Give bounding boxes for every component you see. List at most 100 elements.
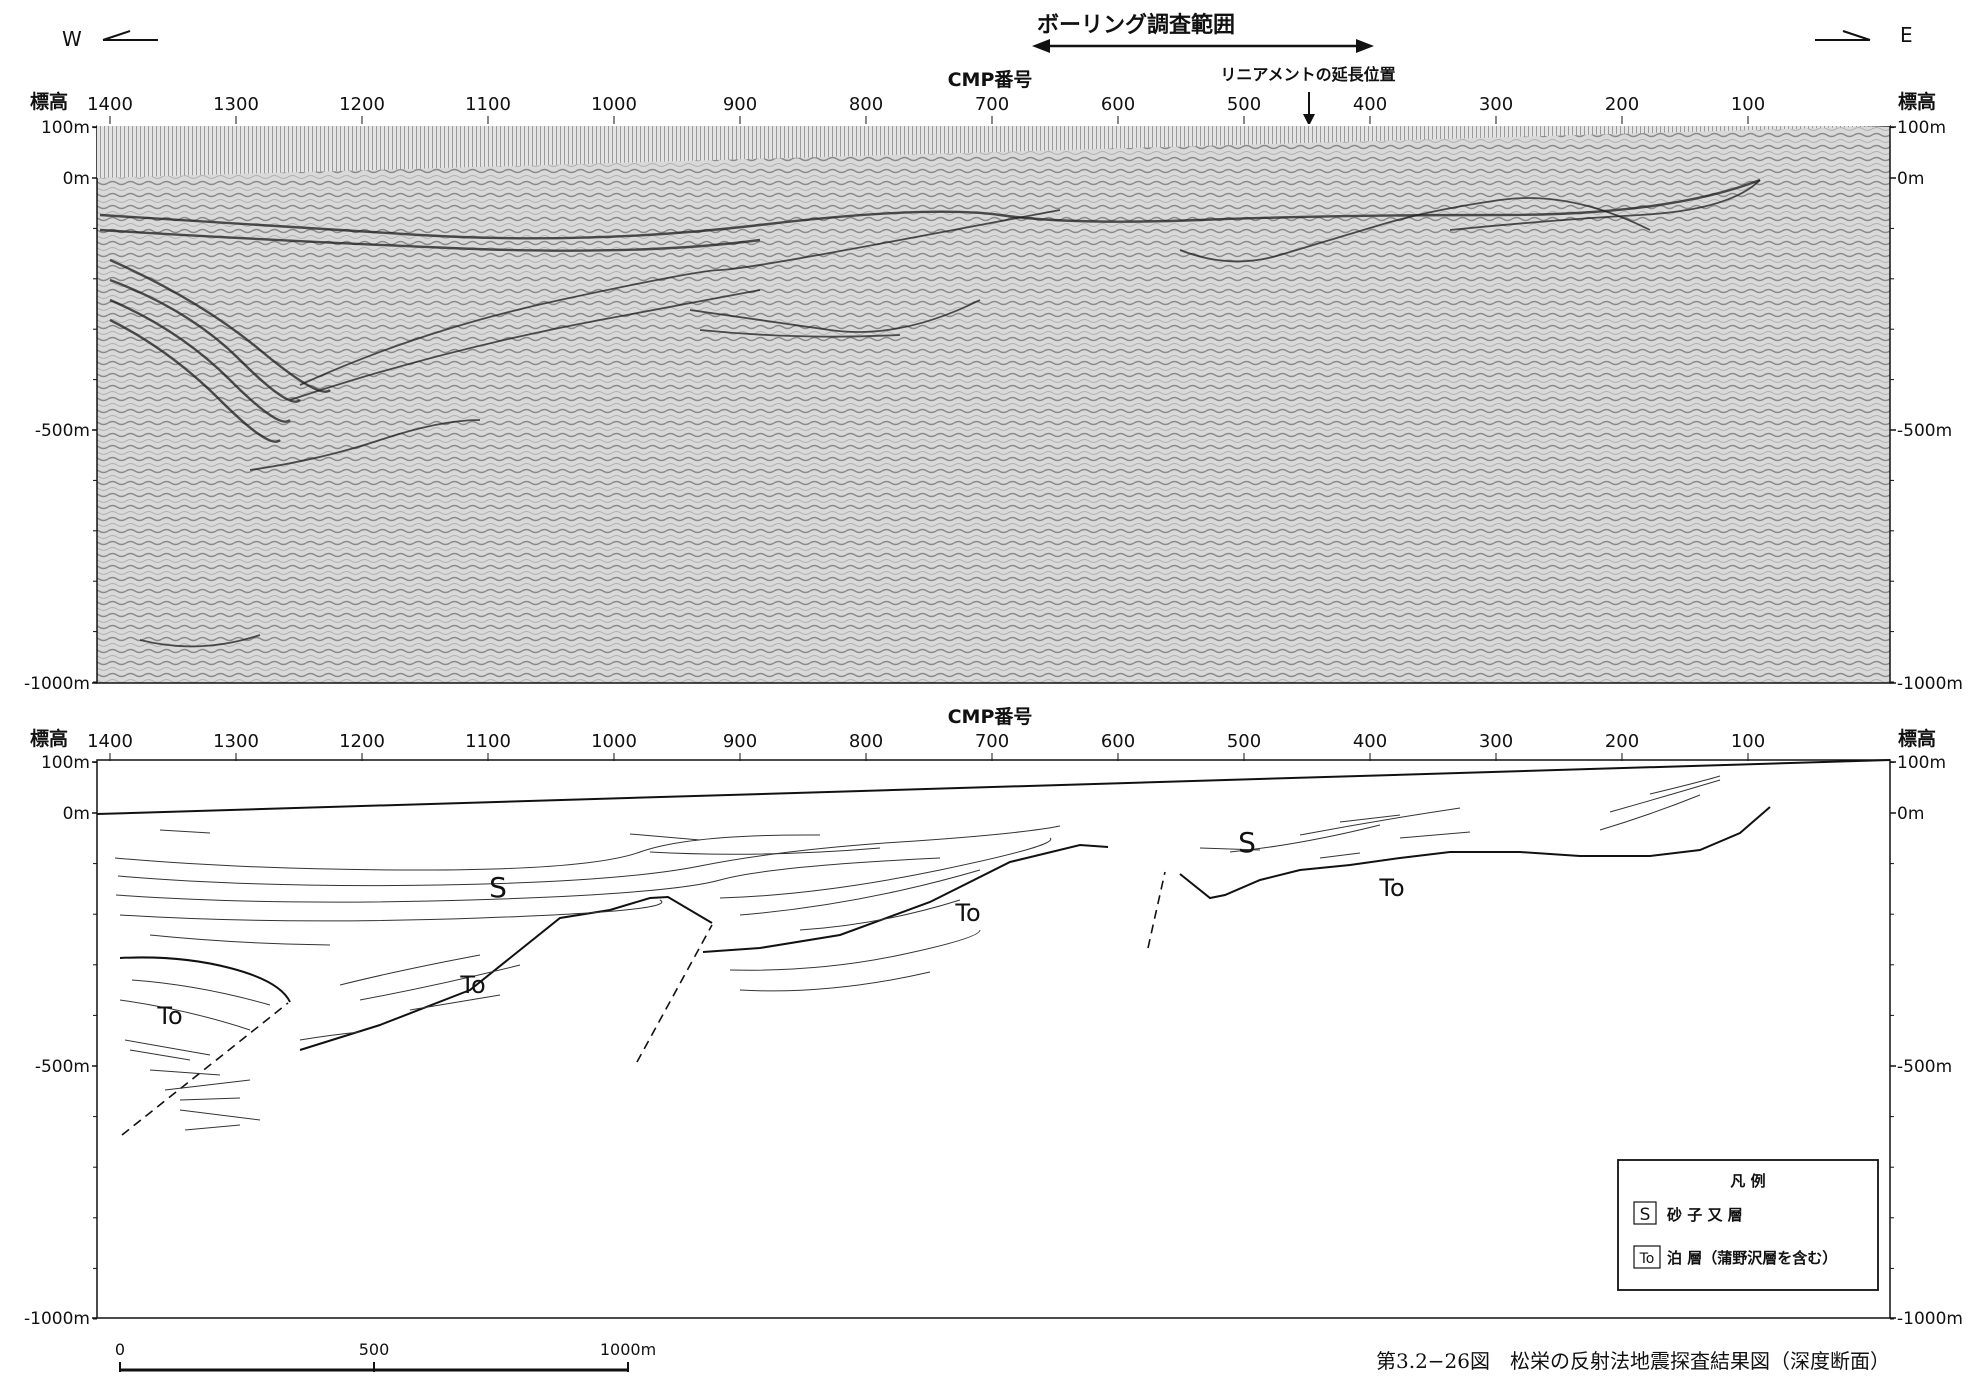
reflector-band — [289, 289, 761, 401]
fault-central — [636, 924, 713, 1063]
figure-caption: 第3.2−26図 松栄の反射法地震探査結果図（深度断面） — [1376, 1349, 1890, 1373]
to-boundary-main — [299, 895, 713, 1051]
cmp-tick-label: 700 — [975, 731, 1009, 752]
depth-tick-label-left: 0m — [63, 804, 90, 824]
unit-label: To — [156, 1002, 182, 1030]
reflector-band — [109, 258, 331, 393]
cmp-tick-label: 1100 — [465, 731, 511, 752]
ground-surface-line — [96, 759, 1891, 815]
cmp-tick-label: 900 — [723, 94, 757, 115]
depth-tick-label-left: 100m — [41, 753, 90, 773]
elevation-title-top-right: 標高 — [1898, 90, 1936, 113]
thin-reflectors — [114, 775, 1721, 1131]
cmp-tick-label: 1000 — [591, 94, 637, 115]
boring-range-label: ボーリング調査範囲 — [1037, 12, 1235, 38]
cmp-tick-label: 1300 — [213, 731, 259, 752]
legend-label-to: 泊 層（蒲野沢層を含む） — [1667, 1249, 1837, 1267]
unit-label: To — [954, 899, 980, 927]
cmp-tick-label: 400 — [1353, 731, 1387, 752]
cmp-tick-label: 200 — [1605, 94, 1639, 115]
reflector-band — [139, 634, 261, 648]
reflector-band — [699, 329, 901, 338]
cmp-tick-label: 800 — [849, 731, 883, 752]
cmp-tick-label: 800 — [849, 94, 883, 115]
boring-range-arrow-left-head — [1032, 39, 1050, 53]
reflector-band — [1449, 179, 1761, 231]
cmp-tick-label: 200 — [1605, 731, 1639, 752]
depth-tick-label-right: -500m — [1897, 421, 1952, 441]
depth-tick-label-left: 100m — [41, 118, 90, 138]
scale-label-500: 500 — [359, 1340, 390, 1359]
cmp-tick-label: 700 — [975, 94, 1009, 115]
scale-label-1000: 1000m — [600, 1340, 656, 1359]
vertical-trace-band — [97, 126, 1890, 178]
depth-tick-label-right: 100m — [1897, 753, 1946, 773]
cmp-tick-label: 300 — [1479, 94, 1513, 115]
legend-title: 凡 例 — [1730, 1172, 1765, 1190]
cmp-tick-label: 1400 — [87, 94, 133, 115]
cmp-tick-label: 300 — [1479, 731, 1513, 752]
cmp-tick-label: 400 — [1353, 94, 1387, 115]
depth-tick-label-right: 100m — [1897, 118, 1946, 138]
fault-west — [121, 1002, 289, 1136]
reflector-band — [299, 209, 1061, 386]
depth-tick-label-right: -1000m — [1897, 674, 1963, 694]
legend-symbol-box-s — [1633, 1201, 1657, 1225]
seismic-image-panel — [96, 124, 1891, 684]
west-arrow-head — [102, 30, 131, 41]
cmp-title-bottom: CMP番号 — [948, 706, 1033, 728]
legend-symbol-s: S — [1640, 1205, 1651, 1225]
elevation-title-bottom-left: 標高 — [30, 727, 68, 750]
legend-symbol-to: To — [1639, 1251, 1655, 1267]
cmp-tick-label: 1000 — [591, 731, 637, 752]
lineament-label: リニアメントの延長位置 — [1220, 65, 1395, 84]
depth-tick-label-left: -500m — [35, 1057, 90, 1077]
reflector-band — [99, 228, 761, 252]
depth-tick-label-left: 0m — [63, 169, 90, 189]
scale-bar: 0 500 1000m — [115, 1340, 656, 1372]
elevation-title-bottom-right: 標高 — [1898, 727, 1936, 750]
to-boundary-central — [702, 843, 1109, 953]
cmp-tick-label: 600 — [1101, 731, 1135, 752]
unit-label: To — [459, 971, 485, 999]
depth-tick-label-left: -1000m — [24, 1309, 90, 1329]
cmp-tick-label: 100 — [1731, 94, 1765, 115]
unit-label: To — [1378, 874, 1404, 902]
cmp-tick-label: 600 — [1101, 94, 1135, 115]
depth-tick-label-right: -500m — [1897, 1057, 1952, 1077]
reflector-band — [689, 299, 981, 333]
cmp-tick-label: 100 — [1731, 731, 1765, 752]
fault-east — [1147, 871, 1166, 949]
unit-label: S — [489, 871, 507, 904]
scale-label-0: 0 — [115, 1340, 125, 1359]
seismic-surface-blank — [97, 124, 1890, 126]
cmp-title-top: CMP番号 — [948, 69, 1033, 91]
west-label: W — [62, 27, 82, 51]
cmp-tick-label: 1200 — [339, 731, 385, 752]
boring-range-arrow-right-head — [1356, 39, 1374, 53]
reflector-band — [1179, 197, 1651, 263]
reflector-band — [249, 419, 481, 471]
legend-frame — [1617, 1159, 1879, 1291]
elevation-title-top-left: 標高 — [30, 90, 68, 113]
cmp-tick-label: 500 — [1227, 94, 1261, 115]
east-arrow-head — [1842, 30, 1871, 41]
reflector-set — [99, 178, 1761, 648]
cmp-tick-label: 1400 — [87, 731, 133, 752]
interpretation-linework — [96, 759, 1891, 1136]
legend-label-s: 砂 子 又 層 — [1667, 1206, 1743, 1224]
legend-box: 凡 例 S 砂 子 又 層 To 泊 層（蒲野沢層を含む） — [1617, 1159, 1879, 1291]
reflector-band — [99, 178, 1761, 240]
cmp-tick-label: 500 — [1227, 731, 1261, 752]
lineament-arrow-head — [1303, 114, 1315, 126]
reflector-band — [109, 298, 291, 423]
interpretation-frame — [96, 759, 1891, 1319]
depth-tick-label-right: 0m — [1897, 804, 1924, 824]
depth-tick-label-left: -1000m — [24, 674, 90, 694]
